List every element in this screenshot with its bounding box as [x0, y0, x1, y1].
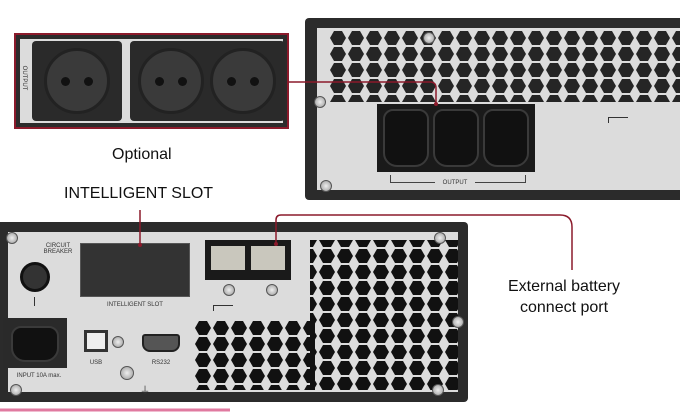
screw — [423, 32, 435, 44]
marking — [608, 117, 628, 123]
output-sockets — [377, 104, 535, 172]
optional-caption: Optional — [112, 146, 172, 163]
top-output-label: OUTPUT — [435, 180, 475, 186]
intelligent-slot-cover[interactable] — [80, 243, 190, 297]
screw — [320, 180, 332, 192]
ground-screw — [120, 366, 134, 380]
vent-grille — [310, 240, 458, 390]
ground-icon: ⏚ — [140, 386, 150, 397]
screw — [6, 232, 18, 244]
battery-connector[interactable] — [205, 240, 291, 280]
vent-grille — [330, 30, 680, 102]
screw — [452, 316, 464, 328]
usb-label: USB — [89, 360, 103, 366]
intelligent-slot-label: INTELLIGENT SLOT — [107, 302, 163, 308]
optional-panel: OUTPUT — [14, 33, 289, 129]
screw — [266, 284, 278, 296]
screw — [112, 336, 124, 348]
screw — [434, 232, 446, 244]
rs232-port[interactable] — [142, 334, 180, 352]
screw — [223, 284, 235, 296]
marking — [34, 297, 35, 306]
input-socket — [3, 318, 67, 368]
screw — [314, 96, 326, 108]
circuit-breaker-button[interactable] — [20, 262, 50, 292]
usb-port[interactable] — [84, 330, 108, 352]
marking — [213, 305, 233, 311]
screw — [432, 384, 444, 396]
vent-grille — [195, 320, 315, 390]
screw — [10, 384, 22, 396]
intelligent-slot-caption: INTELLIGENT SLOT — [64, 185, 214, 202]
input-label: INPUT 10A max. — [16, 373, 62, 379]
rs232-label: RS232 — [151, 360, 171, 366]
